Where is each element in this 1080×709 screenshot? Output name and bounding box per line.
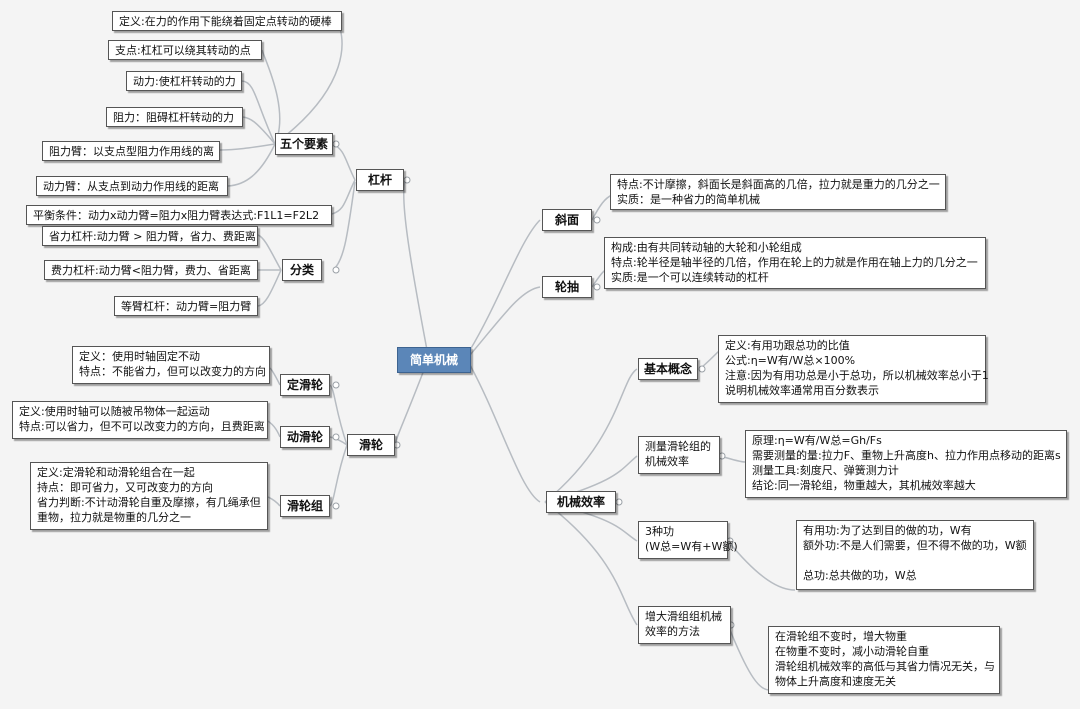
- lever-resistance[interactable]: 阻力：阻碍杠杆转动的力: [106, 107, 243, 127]
- five-elements-node[interactable]: 五个要素: [275, 133, 333, 155]
- wheel-axle-line: 实质:是一个可以连续转动的杠杆: [611, 271, 769, 284]
- basic-concept-detail[interactable]: 定义:有用功跟总功的比值 公式:η=W有/W总×100% 注意:因为有用功总是小…: [718, 335, 989, 403]
- increase-efficiency-line: 滑轮组机械效率的高低与其省力情况无关，与: [775, 660, 995, 673]
- three-work-label: 3种功: [645, 525, 674, 538]
- fixed-pulley-line: 特点：不能省力，但可以改变力的方向: [79, 365, 266, 378]
- three-work-node[interactable]: 3种功 (W总=W有+W额): [638, 521, 738, 559]
- wheel-axle-line: 特点:轮半径是轴半径的几倍，作用在轮上的力就是作用在轴上力的几分之一: [611, 256, 978, 269]
- pulley-block-line: 定义:定滑轮和动滑轮组合在一起: [37, 466, 195, 479]
- pulley-block-detail[interactable]: 定义:定滑轮和动滑轮组合在一起 持点：即可省力，又可改变力的方向 省力判断:不计…: [30, 462, 268, 530]
- efficiency-node[interactable]: 机械效率: [546, 491, 616, 513]
- increase-efficiency-line: 物体上升高度和速度无关: [775, 675, 896, 688]
- measure-efficiency-label: 测量滑轮组的: [645, 440, 711, 453]
- three-work-line: 额外功:不是人们需要，但不得不做的功，W额: [803, 539, 1027, 552]
- three-work-label: (W总=W有+W额): [645, 540, 738, 553]
- pulley-block-line: 省力判断:不计动滑轮自重及摩擦，有几绳承但: [37, 496, 261, 509]
- classification-node[interactable]: 分类: [282, 259, 322, 281]
- lever-balance-condition[interactable]: 平衡条件：动力x动力臂=阻力x阻力臂表达式:F1L1=F2L2: [26, 205, 332, 225]
- three-work-line: 有用功:为了达到目的做的功，W有: [803, 524, 972, 537]
- incline-node[interactable]: 斜面: [542, 209, 592, 231]
- lever-effort[interactable]: 动力:使杠杆转动的力: [126, 71, 242, 91]
- wheel-axle-detail[interactable]: 构成:由有共同转动轴的大轮和小轮组成 特点:轮半径是轴半径的几倍，作用在轮上的力…: [604, 237, 986, 289]
- measure-efficiency-line: 测量工具:刻度尺、弹簧测力计: [752, 464, 899, 477]
- measure-efficiency-node[interactable]: 测量滑轮组的 机械效率: [638, 436, 720, 474]
- movable-pulley-line: 定义:使用时轴可以随被吊物体一起运动: [19, 405, 210, 418]
- increase-efficiency-line: 在滑轮组不变时，增大物重: [775, 630, 907, 643]
- movable-pulley-detail[interactable]: 定义:使用时轴可以随被吊物体一起运动 特点:可以省力，但不可以改变力的方向，且费…: [12, 401, 268, 439]
- fixed-pulley-line: 定义：使用时轴固定不动: [79, 350, 200, 363]
- lever-force-saving[interactable]: 省力杠杆:动力臂 > 阻力臂，省力、费距离: [42, 226, 258, 246]
- increase-efficiency-label: 增大滑组组机械: [645, 610, 722, 623]
- lever-definition[interactable]: 定义:在力的作用下能绕着固定点转动的硬棒: [112, 11, 342, 31]
- fixed-pulley-detail[interactable]: 定义：使用时轴固定不动 特点：不能省力，但可以改变力的方向: [72, 346, 270, 384]
- pulley-block-line: 重物，拉力就是物重的几分之一: [37, 511, 191, 524]
- measure-efficiency-detail[interactable]: 原理:η=W有/W总=Gh/Fs 需要测量的量:拉力F、重物上升高度h、拉力作用…: [745, 430, 1067, 498]
- increase-efficiency-line: 在物重不变时，减小动滑轮自重: [775, 645, 929, 658]
- measure-efficiency-label: 机械效率: [645, 455, 689, 468]
- increase-efficiency-node[interactable]: 增大滑组组机械 效率的方法: [638, 606, 731, 644]
- increase-efficiency-detail[interactable]: 在滑轮组不变时，增大物重 在物重不变时，减小动滑轮自重 滑轮组机械效率的高低与其…: [768, 626, 1000, 694]
- incline-detail[interactable]: 特点:不计摩擦，斜面长是斜面高的几倍，拉力就是重力的几分之一 实质：是一种省力的…: [610, 174, 946, 210]
- lever-force-costing[interactable]: 费力杠杆:动力臂<阻力臂，费力、省距离: [44, 260, 258, 280]
- lever-effort-arm[interactable]: 动力臂：从支点到动力作用线的距离: [36, 176, 228, 196]
- incline-line: 实质：是一种省力的简单机械: [617, 193, 760, 206]
- pulley-block-node[interactable]: 滑轮组: [280, 495, 330, 517]
- movable-pulley-node[interactable]: 动滑轮: [280, 426, 330, 448]
- lever-node[interactable]: 杠杆: [356, 169, 404, 191]
- fixed-pulley-node[interactable]: 定滑轮: [280, 374, 330, 396]
- wheel-axle-node[interactable]: 轮抽: [542, 276, 592, 298]
- basic-concept-line: 公式:η=W有/W总×100%: [725, 354, 856, 367]
- three-work-spacer: [803, 553, 1027, 568]
- basic-concept-line: 注意:因为有用功总是小于总功，所以机械效率总小于1: [725, 369, 989, 382]
- pulley-block-line: 持点：即可省力，又可改变力的方向: [37, 481, 213, 494]
- lever-equal-arm[interactable]: 等臂杠杆：动力臂=阻力臂: [114, 296, 258, 316]
- pulley-node[interactable]: 滑轮: [347, 434, 395, 456]
- basic-concept-line: 说明机械效率通常用百分数表示: [725, 384, 879, 397]
- lever-resistance-arm[interactable]: 阻力臂：以支点型阻力作用线的离: [42, 141, 220, 161]
- three-work-detail[interactable]: 有用功:为了达到目的做的功，W有 额外功:不是人们需要，但不得不做的功，W额 总…: [796, 520, 1034, 590]
- basic-concept-line: 定义:有用功跟总功的比值: [725, 339, 850, 352]
- increase-efficiency-label: 效率的方法: [645, 625, 700, 638]
- movable-pulley-line: 特点:可以省力，但不可以改变力的方向，且费距离: [19, 420, 265, 433]
- three-work-line: 总功:总共做的功，W总: [803, 569, 917, 582]
- root-node[interactable]: 简单机械: [397, 347, 471, 373]
- lever-fulcrum[interactable]: 支点:杠杠可以绕其转动的点: [108, 40, 262, 60]
- wheel-axle-line: 构成:由有共同转动轴的大轮和小轮组成: [611, 241, 802, 254]
- basic-concept-node[interactable]: 基本概念: [638, 358, 698, 380]
- incline-line: 特点:不计摩擦，斜面长是斜面高的几倍，拉力就是重力的几分之一: [617, 178, 940, 191]
- measure-efficiency-line: 需要测量的量:拉力F、重物上升高度h、拉力作用点移动的距离s: [752, 449, 1061, 462]
- measure-efficiency-line: 结论:同一滑轮组，物重越大，其机械效率越大: [752, 479, 976, 492]
- measure-efficiency-line: 原理:η=W有/W总=Gh/Fs: [752, 434, 882, 447]
